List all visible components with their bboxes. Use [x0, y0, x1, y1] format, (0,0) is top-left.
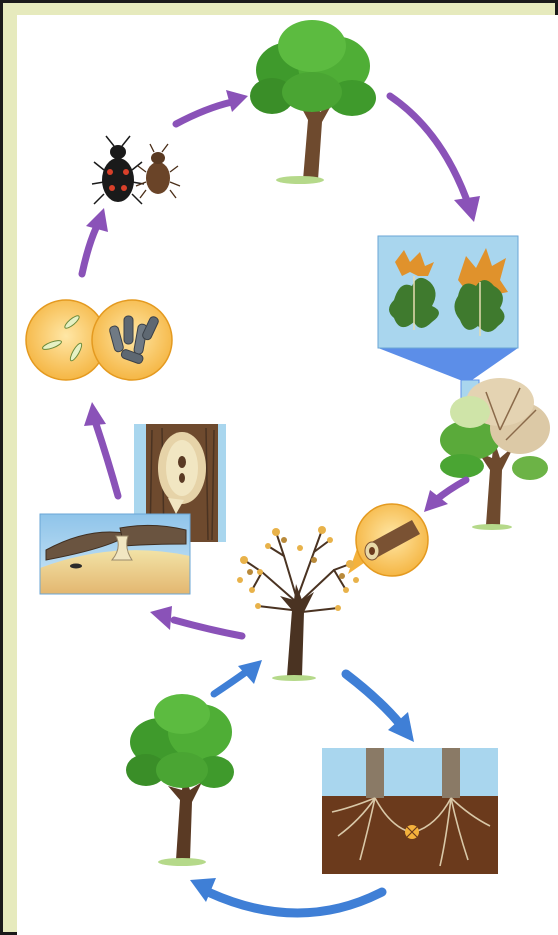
wilting-leaves-inset [377, 235, 519, 401]
spore-icon [42, 315, 83, 362]
leaf-icon [454, 248, 508, 336]
arrow-icon [78, 208, 108, 278]
roots-icon [331, 748, 491, 867]
branch-cross-section-inset [348, 503, 429, 577]
cycle-arrows [78, 90, 480, 918]
sap-beetles [91, 135, 181, 205]
healthy-oak-bottom-tree [126, 694, 234, 866]
spores-inset [25, 299, 173, 381]
arrow-icon [172, 90, 248, 128]
root-graft-inset [322, 748, 498, 874]
arrow-icon [84, 402, 122, 500]
arrow-icon [190, 878, 387, 918]
arrow-icon [150, 606, 246, 640]
bark-icon [146, 424, 218, 542]
defoliated-oak-tree [237, 526, 359, 681]
leaf-icon [389, 250, 439, 330]
spore-icon [109, 315, 159, 364]
branch-icon [364, 520, 420, 561]
fungal-mat-cross-section-inset [39, 513, 191, 595]
beetle-icon [91, 135, 145, 205]
partially-wilted-oak-tree [440, 378, 550, 530]
beetle-icon [135, 143, 181, 199]
arrow-icon [210, 660, 262, 698]
healthy-oak-top-tree [250, 20, 376, 184]
arrow-icon [386, 92, 480, 222]
arrow-icon [341, 669, 414, 742]
arrow-icon [424, 476, 470, 512]
